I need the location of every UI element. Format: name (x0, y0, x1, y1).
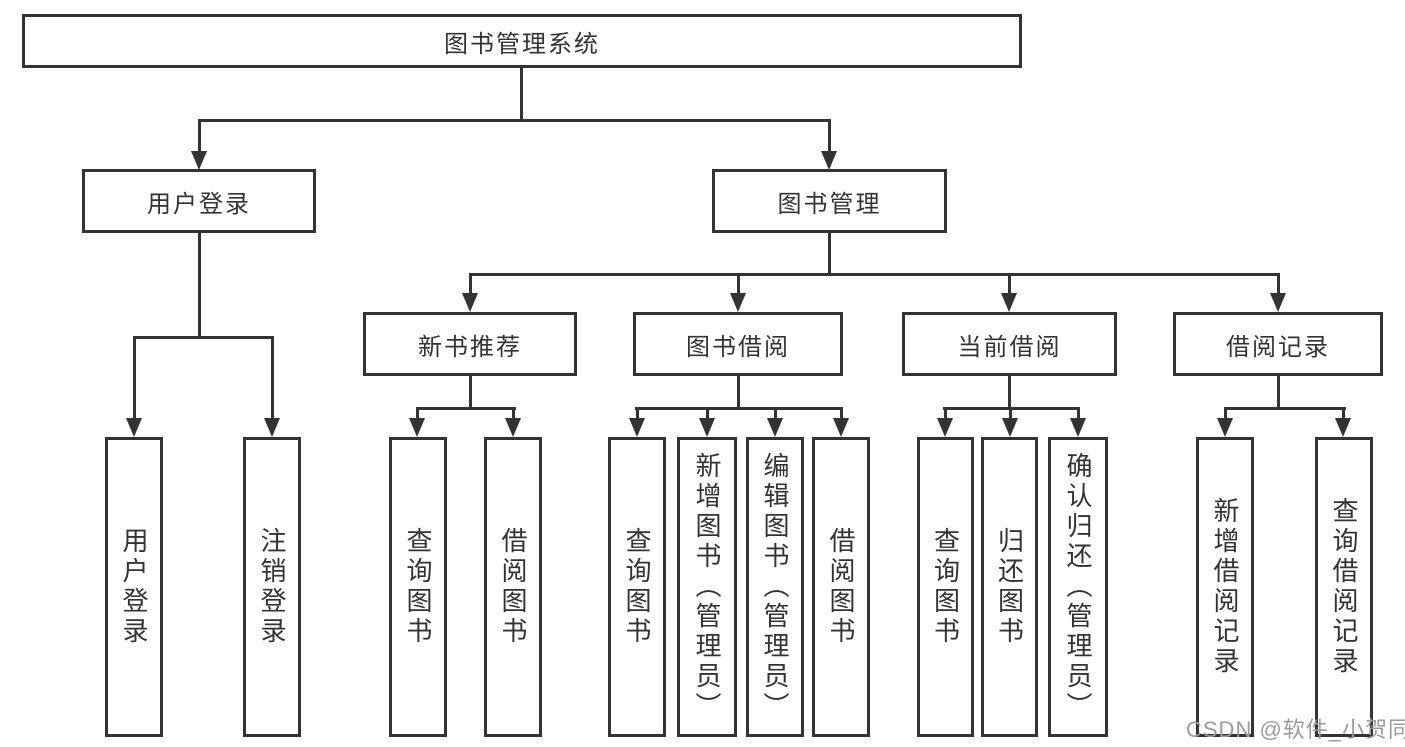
csdn-watermark: CSDN @软件_小贺同学 (1186, 717, 1405, 742)
connector-l3-rail (469, 273, 1280, 276)
node-user-login: 用户登录 (82, 169, 316, 233)
connector-login-rail (133, 336, 274, 339)
leaf-logout-label: 注销登录 (257, 527, 287, 647)
leaf-current-return-label: 归还图书 (994, 527, 1025, 647)
connector-login-stem (198, 233, 201, 336)
leaf-borrow-book-label: 借阅图书 (826, 527, 856, 647)
leaf-current-confirm-admin-label: 确认归还（管理员） (1063, 452, 1093, 722)
leaf-newbook-borrow-label: 借阅图书 (498, 527, 528, 647)
leaf-user-login-label: 用户登录 (119, 527, 149, 647)
leaf-current-return: 归还图书 (981, 437, 1038, 737)
node-user-login-label: 用户登录 (147, 190, 251, 218)
arrowhead-l3-1 (462, 293, 478, 312)
connector-current-drop-3 (1077, 407, 1080, 420)
arrowhead-login (191, 151, 207, 170)
connector-current-drop-1 (944, 407, 947, 420)
connector-root-stem (520, 68, 523, 119)
connector-newbook-stem (469, 376, 472, 407)
connector-records-drop-2 (1342, 407, 1345, 420)
arrowhead-l3-3 (1001, 293, 1017, 312)
leaf-borrow-add-admin: 新增图书（管理员） (677, 437, 737, 737)
leaf-borrow-query: 查询图书 (608, 437, 666, 737)
node-root: 图书管理系统 (22, 14, 1022, 68)
arrowhead-login-leaf-1 (126, 418, 142, 437)
leaf-logout: 注销登录 (243, 437, 301, 737)
connector-newbook-drop-2 (512, 407, 515, 420)
leaf-borrow-edit-admin: 编辑图书（管理员） (746, 437, 804, 737)
arrowhead-newbook-2 (505, 418, 521, 437)
arrowhead-borrow-4 (833, 418, 849, 437)
connector-borrow-drop-3 (774, 407, 777, 420)
arrowhead-current-2 (1002, 418, 1018, 437)
leaf-current-confirm-admin: 确认归还（管理员） (1048, 437, 1108, 737)
connector-current-stem (1008, 376, 1011, 407)
connector-records-stem (1277, 376, 1280, 407)
node-borrow-records-label: 借阅记录 (1226, 333, 1330, 361)
connector-l2-rail (199, 119, 831, 122)
leaf-current-query-label: 查询图书 (930, 527, 961, 647)
connector-newbook-rail (416, 407, 516, 410)
node-current-borrow-label: 当前借阅 (957, 333, 1062, 361)
connector-borrow-drop-2 (706, 407, 709, 420)
connector-l2-drop-mgmt (828, 119, 831, 152)
leaf-records-query-label: 查询借阅记录 (1329, 497, 1359, 677)
connector-borrow-stem (737, 376, 740, 407)
connector-l2-drop-login (198, 119, 201, 152)
node-book-management: 图书管理 (712, 169, 947, 233)
connector-borrow-drop-4 (840, 407, 843, 420)
arrowhead-current-1 (937, 418, 953, 437)
leaf-user-login: 用户登录 (105, 437, 163, 737)
connector-mgmt-stem (828, 233, 831, 273)
arrowhead-records-1 (1217, 418, 1233, 437)
leaf-newbook-borrow: 借阅图书 (484, 437, 542, 737)
arrowhead-mgmt (821, 151, 837, 170)
leaf-current-query: 查询图书 (917, 437, 974, 737)
connector-login-drop-2 (271, 336, 274, 420)
arrowhead-l3-4 (1270, 293, 1286, 312)
connector-records-rail (1224, 407, 1346, 410)
node-new-book-recommend-label: 新书推荐 (418, 333, 522, 361)
connector-l3-drop-2 (737, 273, 740, 295)
connector-records-drop-1 (1224, 407, 1227, 420)
node-book-management-label: 图书管理 (777, 190, 882, 218)
connector-l3-drop-1 (469, 273, 472, 295)
node-current-borrow: 当前借阅 (902, 312, 1117, 376)
leaf-newbook-query-label: 查询图书 (403, 527, 433, 647)
connector-newbook-drop-1 (416, 407, 419, 420)
arrowhead-borrow-3 (767, 418, 783, 437)
arrowhead-newbook-1 (409, 418, 425, 437)
node-root-label: 图书管理系统 (444, 30, 600, 58)
arrowhead-l3-2 (730, 293, 746, 312)
leaf-borrow-add-admin-label: 新增图书（管理员） (692, 452, 722, 722)
connector-login-drop-1 (133, 336, 136, 420)
arrowhead-current-3 (1070, 418, 1086, 437)
connector-l3-drop-4 (1277, 273, 1280, 295)
node-book-borrow: 图书借阅 (633, 312, 843, 376)
leaf-borrow-book: 借阅图书 (812, 437, 870, 737)
connector-borrow-rail (635, 407, 843, 410)
node-book-borrow-label: 图书借阅 (686, 333, 790, 361)
connector-l3-drop-3 (1008, 273, 1011, 295)
leaf-records-add: 新增借阅记录 (1196, 437, 1254, 737)
arrowhead-records-2 (1335, 418, 1351, 437)
leaf-borrow-query-label: 查询图书 (622, 527, 652, 647)
node-new-book-recommend: 新书推荐 (363, 312, 577, 376)
arrowhead-login-leaf-2 (264, 418, 280, 437)
leaf-newbook-query: 查询图书 (389, 437, 447, 737)
leaf-records-add-label: 新增借阅记录 (1210, 497, 1240, 677)
leaf-borrow-edit-admin-label: 编辑图书（管理员） (760, 452, 790, 722)
leaf-records-query: 查询借阅记录 (1315, 437, 1373, 737)
node-borrow-records: 借阅记录 (1173, 312, 1383, 376)
arrowhead-borrow-2 (699, 418, 715, 437)
arrowhead-borrow-1 (629, 418, 645, 437)
connector-current-drop-2 (1009, 407, 1012, 420)
connector-borrow-drop-1 (636, 407, 639, 420)
